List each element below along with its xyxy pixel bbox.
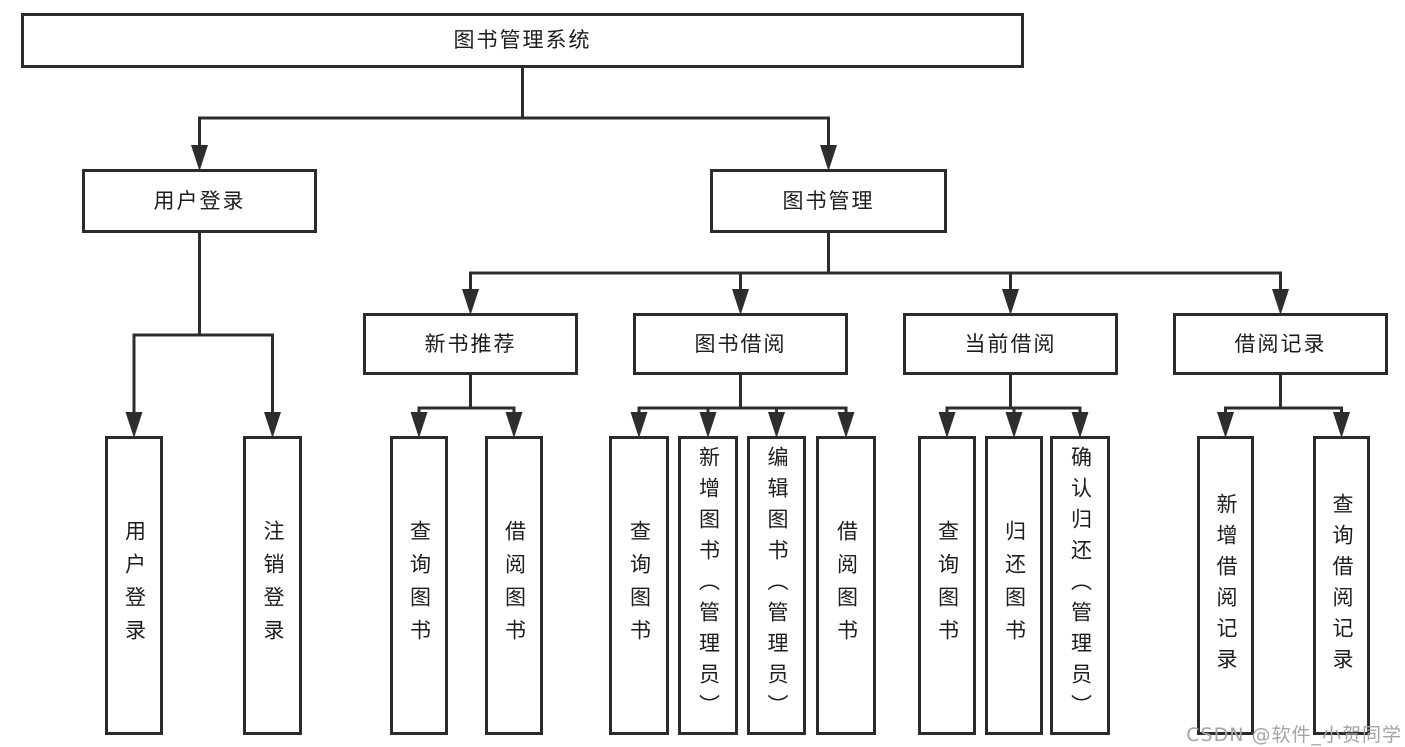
node-borrow-edit-box: 编辑图书（管理员） — [747, 436, 806, 735]
node-borrow-add-label: 新增图书（管理员） — [696, 446, 721, 725]
node-login-user-label: 用户登录 — [122, 519, 147, 652]
node-current-return-box: 归还图书 — [985, 436, 1043, 735]
node-current-query-box: 查询图书 — [918, 436, 976, 735]
node-records-query-box: 查询借阅记录 — [1313, 436, 1370, 735]
node-root-label: 图书管理系统 — [453, 28, 592, 52]
node-borrow-label: 图书借阅 — [694, 331, 787, 356]
node-borrow-add-box: 新增图书（管理员） — [678, 436, 738, 735]
node-borrow-borrow-box: 借阅图书 — [816, 436, 876, 735]
node-rec-query-box: 查询图书 — [390, 436, 448, 735]
node-records-add-label: 新增借阅记录 — [1214, 492, 1238, 679]
node-rec-label: 新书推荐 — [424, 331, 517, 356]
node-records-query-label: 查询借阅记录 — [1330, 492, 1354, 679]
node-borrow-borrow-label: 借阅图书 — [834, 519, 859, 652]
node-borrow-query-label: 查询图书 — [627, 519, 652, 652]
node-login-label: 用户登录 — [153, 188, 246, 213]
node-current-confirm-label: 确认归还（管理员） — [1068, 446, 1093, 725]
node-rec-borrow-label: 借阅图书 — [502, 519, 527, 652]
node-mgmt-box: 图书管理 — [710, 169, 947, 233]
node-rec-query-label: 查询图书 — [407, 519, 432, 652]
node-current-query-label: 查询图书 — [935, 519, 960, 652]
node-rec-borrow-box: 借阅图书 — [485, 436, 543, 735]
node-login-box: 用户登录 — [82, 169, 317, 233]
watermark: CSDN @软件_小贺同学 — [1186, 724, 1402, 746]
node-current-return-label: 归还图书 — [1002, 519, 1027, 652]
node-root-box: 图书管理系统 — [21, 13, 1024, 68]
node-mgmt-label: 图书管理 — [782, 188, 875, 213]
node-login-logout-box: 注销登录 — [243, 436, 302, 735]
node-current-box: 当前借阅 — [903, 313, 1118, 375]
node-login-logout-label: 注销登录 — [261, 519, 285, 652]
node-rec-box: 新书推荐 — [363, 313, 578, 375]
node-current-confirm-box: 确认归还（管理员） — [1050, 436, 1110, 735]
node-records-box: 借阅记录 — [1173, 313, 1388, 375]
node-current-label: 当前借阅 — [964, 331, 1057, 356]
node-records-add-box: 新增借阅记录 — [1197, 436, 1254, 735]
node-borrow-query-box: 查询图书 — [609, 436, 669, 735]
node-borrow-box: 图书借阅 — [633, 313, 848, 375]
node-borrow-edit-label: 编辑图书（管理员） — [765, 446, 789, 725]
node-records-label: 借阅记录 — [1234, 331, 1327, 356]
node-login-user-box: 用户登录 — [105, 436, 163, 735]
